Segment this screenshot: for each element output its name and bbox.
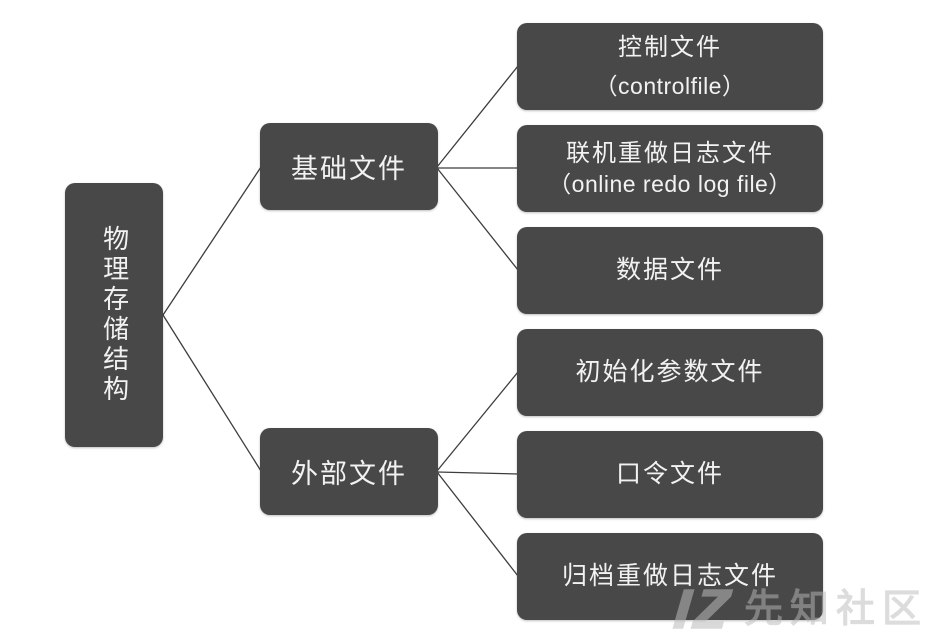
connector-root-external <box>162 314 262 472</box>
node-label: 口令文件 <box>615 460 724 489</box>
connector-external-initparam <box>436 371 519 472</box>
node-label: 外部文件 <box>291 459 407 489</box>
node-init-parameter-file: 初始化参数文件 <box>517 329 823 416</box>
connector-external-password <box>436 471 519 475</box>
connector-basic-datafile <box>436 167 519 271</box>
node-basic-files: 基础文件 <box>260 123 438 210</box>
connector-external-archlog <box>436 471 519 577</box>
node-label: 控制文件 <box>618 33 722 61</box>
node-sublabel: （controlfile） <box>594 72 746 99</box>
node-password-file: 口令文件 <box>517 431 823 518</box>
node-sublabel: （online redo log file） <box>548 170 792 197</box>
node-label: 基础文件 <box>291 154 407 184</box>
node-archived-redo-log-file: 归档重做日志文件 <box>517 533 823 620</box>
connector-basic-controlfile <box>436 65 519 168</box>
node-online-redo-log-file: 联机重做日志文件 （online redo log file） <box>517 125 823 212</box>
node-label: 物理存储结构 <box>99 225 130 405</box>
node-external-files: 外部文件 <box>260 428 438 515</box>
node-data-file: 数据文件 <box>517 227 823 314</box>
node-physical-storage-structure: 物理存储结构 <box>65 183 163 447</box>
node-label: 初始化参数文件 <box>575 358 765 387</box>
node-label: 数据文件 <box>615 256 724 285</box>
connector-root-basic <box>162 166 262 316</box>
node-label: 归档重做日志文件 <box>561 562 778 591</box>
node-label: 联机重做日志文件 <box>566 139 774 167</box>
node-control-file: 控制文件 （controlfile） <box>517 23 823 110</box>
